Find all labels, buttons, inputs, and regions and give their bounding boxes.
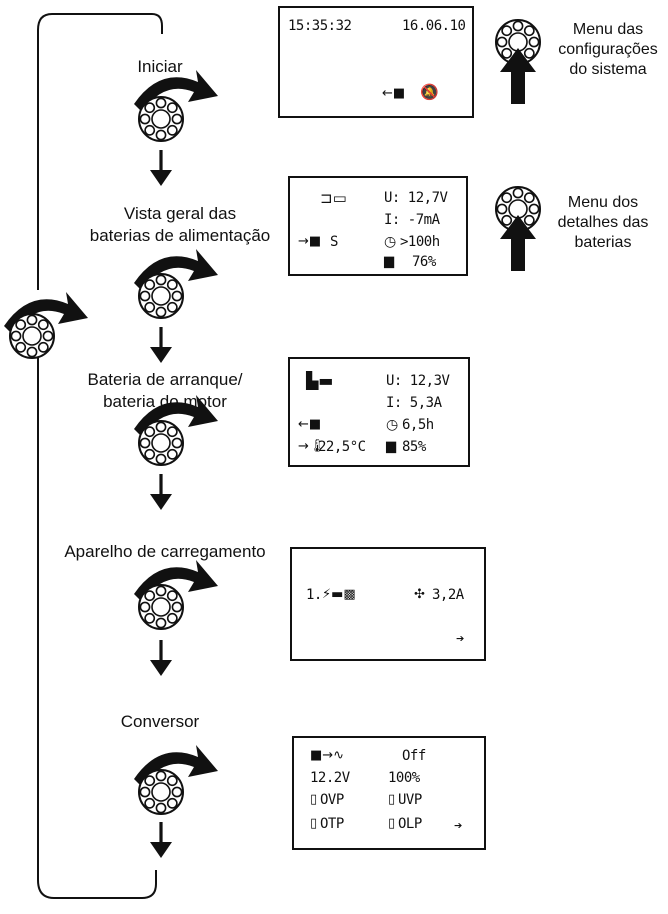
down-arrow-4 (150, 640, 172, 676)
alarm-off-icon: 🔕 (420, 83, 439, 101)
battery-menu-label: Menu dos detalhes das baterias (548, 193, 658, 253)
otp-indicator-icon: ▯ (310, 816, 318, 831)
lcd-start-screen: 15:35:32 16.06.10 ←■ 🔕 (278, 6, 474, 118)
thermometer-icon: →🌡 (298, 439, 326, 454)
uvp-indicator-icon: ▯ (388, 792, 396, 807)
truck-icon: ▙▬ (306, 371, 334, 390)
down-arrow-3 (150, 474, 172, 510)
step-label-supply-line1: Vista geral das (123, 204, 237, 223)
down-arrow-2 (150, 327, 172, 363)
charger-chain-icon: ⚡▬▩ (322, 587, 356, 602)
battery-menu-line2: detalhes das (557, 214, 649, 231)
caravan-icon: ⊐▭ (320, 189, 347, 207)
charge-level-icon: ▆ (384, 254, 394, 269)
knob-icon-5 (138, 769, 184, 815)
lcd-time: 15:35:32 (288, 18, 352, 34)
charger-index: 1. (306, 587, 322, 603)
side-knob-icon (9, 313, 55, 359)
loop-line (37, 13, 157, 899)
charger-current: 3,2A (432, 587, 464, 603)
inverter-olp: OLP (398, 816, 422, 832)
step-label-starter-line1: Bateria de arranque/ (87, 370, 243, 389)
supply-charge: 76% (412, 254, 436, 270)
starter-voltage: U: 12,3V (386, 373, 450, 389)
lcd-inverter: ■→∿ Off 12.2V 100% ▯ OVP ▯ UVP ▯ OTP ▯ O… (292, 736, 486, 850)
charge-level-icon: ▆ (386, 439, 396, 454)
step-label-start: Iniciar (137, 57, 183, 76)
inverter-uvp: UVP (398, 792, 422, 808)
system-menu-line1: Menu das (572, 21, 644, 38)
inverter-next-icon: ➔ (454, 818, 462, 834)
fan-icon: ✣ (414, 587, 425, 602)
battery-arrow-icon: ←■ (382, 86, 406, 101)
battery-out-icon: ←■ (298, 417, 322, 432)
step-label-starter: Bateria de arranque/ bateria do motor (75, 369, 255, 413)
step-label-charger: Aparelho de carregamento (64, 542, 266, 561)
starter-time-left: 6,5h (402, 417, 434, 433)
battery-in-icon: →■ (298, 234, 322, 249)
inverter-otp: OTP (320, 816, 344, 832)
loop-line-top (151, 13, 163, 34)
charger-next-icon: ➔ (456, 631, 464, 647)
starter-charge: 85% (402, 439, 426, 455)
lcd-supply-batteries: ⊐▭ U: 12,7V I: -7mA →■ S ◷ >100h ▆ 76% (288, 176, 468, 276)
inverter-state: Off (402, 748, 426, 764)
lcd-starter-battery: ▙▬ U: 12,3V I: 5,3A ←■ ◷ 6,5h →🌡 22,5°C … (288, 357, 470, 467)
step-label-supply-line2: baterias de alimentação (89, 226, 271, 245)
knob-icon-1 (138, 96, 184, 142)
step-label-supply: Vista geral das baterias de alimentação (80, 203, 280, 247)
battery-menu-line3: baterias (574, 234, 632, 251)
supply-voltage: U: 12,7V (384, 190, 448, 206)
lcd-charger: 1. ⚡▬▩ ✣ 3,2A ➔ (290, 547, 486, 661)
supply-time-left: >100h (400, 234, 440, 250)
system-menu-label: Menu das configurações do sistema (548, 20, 668, 80)
supply-battery-tag: S (330, 234, 338, 250)
battery-menu-line1: Menu dos (567, 194, 639, 211)
step-label-starter-line2: bateria do motor (103, 392, 227, 411)
lcd-date: 16.06.10 (402, 18, 466, 34)
system-menu-line3: do sistema (569, 61, 647, 78)
battery-to-ac-icon: ■→∿ (310, 748, 345, 763)
starter-current: I: 5,3A (386, 395, 442, 411)
system-menu-line2: configurações (558, 41, 658, 58)
inverter-ovp: OVP (320, 792, 344, 808)
ovp-indicator-icon: ▯ (310, 792, 318, 807)
clock-icon: ◷ (384, 234, 397, 250)
supply-current: I: -7mA (384, 212, 440, 228)
knob-icon-3 (138, 420, 184, 466)
down-arrow-1 (150, 150, 172, 186)
clock-icon: ◷ (386, 417, 399, 433)
down-arrow-5 (150, 822, 172, 858)
knob-icon-4 (138, 584, 184, 630)
olp-indicator-icon: ▯ (388, 816, 396, 831)
inverter-percent: 100% (388, 770, 420, 786)
knob-icon-2 (138, 273, 184, 319)
step-label-inverter: Conversor (120, 712, 200, 731)
inverter-voltage: 12.2V (310, 770, 350, 786)
starter-temperature: 22,5°C (318, 439, 366, 455)
